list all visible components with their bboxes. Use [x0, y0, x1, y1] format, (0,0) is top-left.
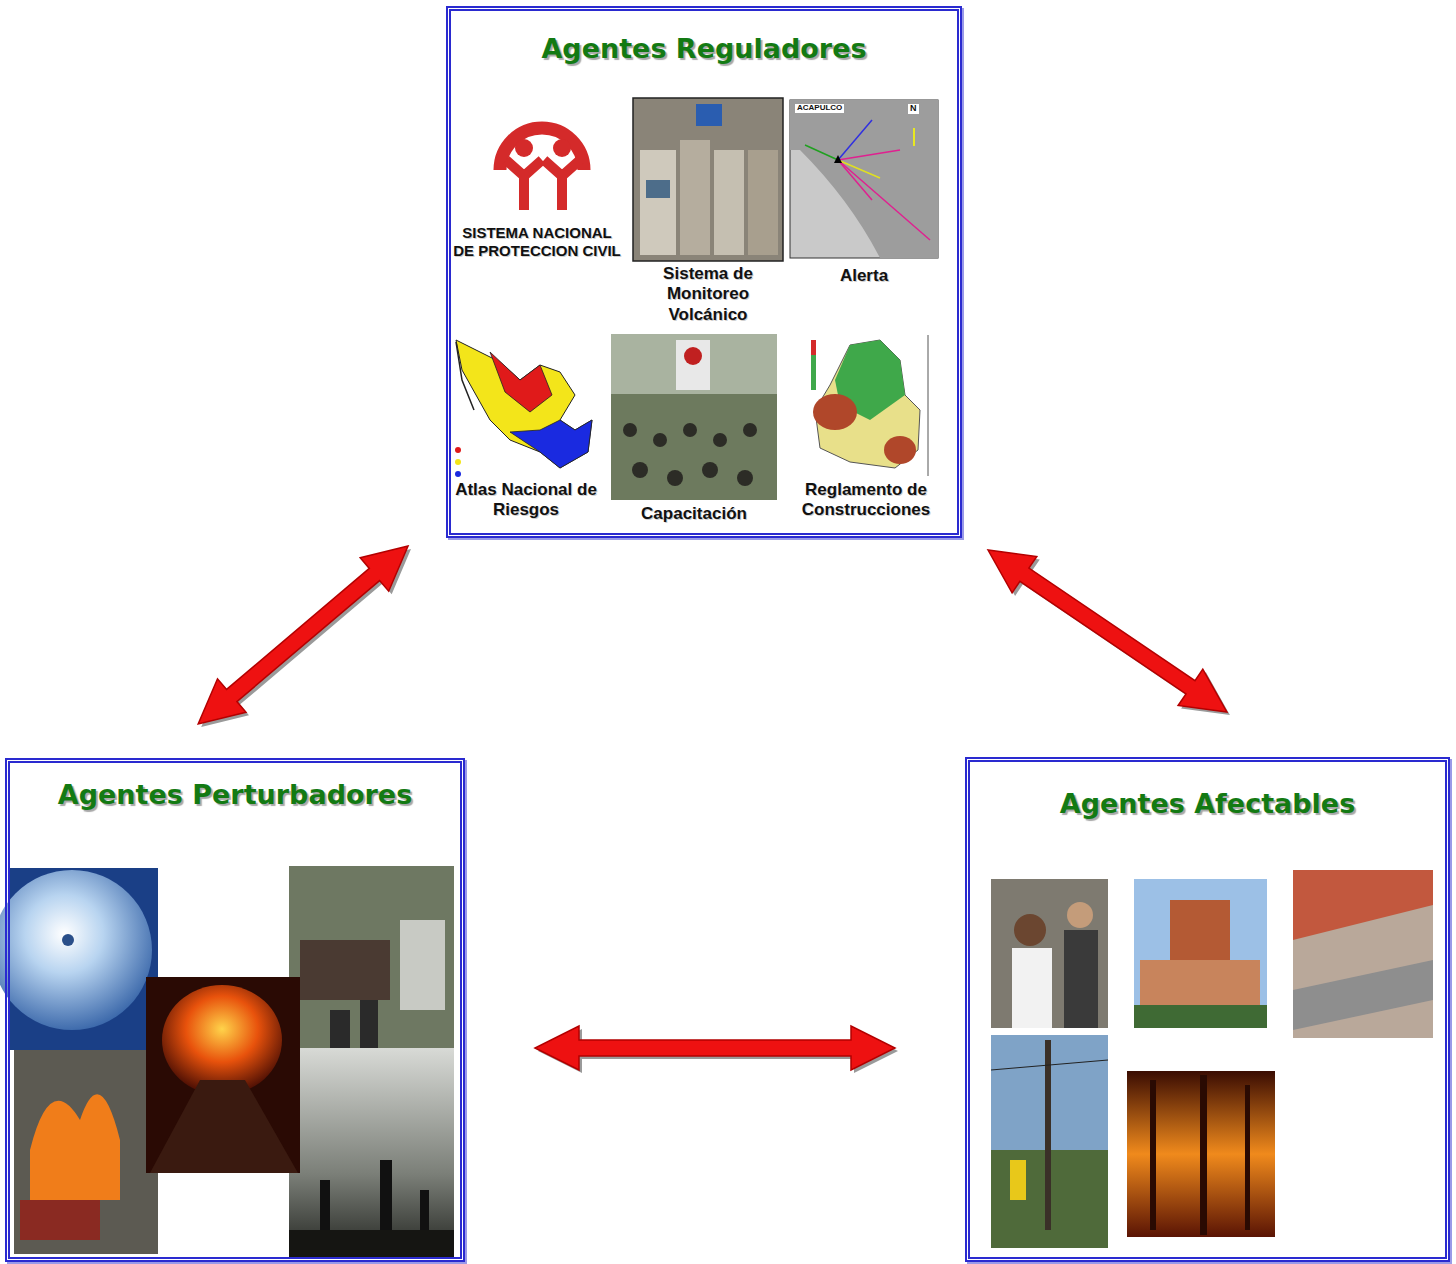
hospital-photo: [1134, 879, 1267, 1028]
building-fire-photo: [14, 1050, 158, 1254]
image-caption: Alerta: [790, 266, 938, 286]
storm-damage-photo: [991, 1035, 1108, 1248]
north-mark: N: [908, 104, 919, 114]
accident-photo: [289, 866, 454, 1048]
box-heading: Agentes Afectables: [970, 788, 1445, 819]
metro-station-photo: [1293, 870, 1433, 1038]
image-caption: Capacitación: [604, 504, 784, 524]
monitoring-room-photo: [633, 98, 783, 261]
agent-box: Agentes Perturbadores: [5, 758, 465, 1262]
civil-protection-logo: [500, 128, 584, 210]
logo-caption: SISTEMA NACIONAL DE PROTECCION CIVIL: [452, 224, 622, 260]
agent-box: Agentes Afectables: [965, 757, 1450, 1262]
forest-fire-photo: [1127, 1071, 1275, 1237]
mexico-risk-map: [455, 340, 592, 477]
hurricane-photo: [0, 868, 158, 1050]
arrow-body: [535, 1026, 895, 1070]
frightened-people-photo: [991, 879, 1108, 1028]
alert-network-map: [790, 100, 938, 258]
training-auditorium-photo: [611, 334, 777, 500]
double-arrow: [988, 550, 1230, 715]
image-caption: Atlas Nacional de Riesgos: [448, 480, 604, 521]
map-place-name: ACAPULCO: [795, 104, 844, 113]
double-arrow: [535, 1026, 898, 1073]
smoke-stacks-photo: [289, 1048, 454, 1258]
box-heading: Agentes Reguladores: [451, 33, 957, 64]
image-caption: Reglamento de Construcciones: [782, 480, 950, 521]
box-heading: Agentes Perturbadores: [10, 779, 460, 810]
zoning-map: [811, 335, 928, 476]
image-caption: Sistema de Monitoreo Volcánico: [628, 264, 788, 325]
arrow-body: [988, 550, 1227, 712]
double-arrow: [198, 546, 411, 727]
volcano-photo: [146, 977, 300, 1173]
arrow-body: [198, 546, 408, 724]
